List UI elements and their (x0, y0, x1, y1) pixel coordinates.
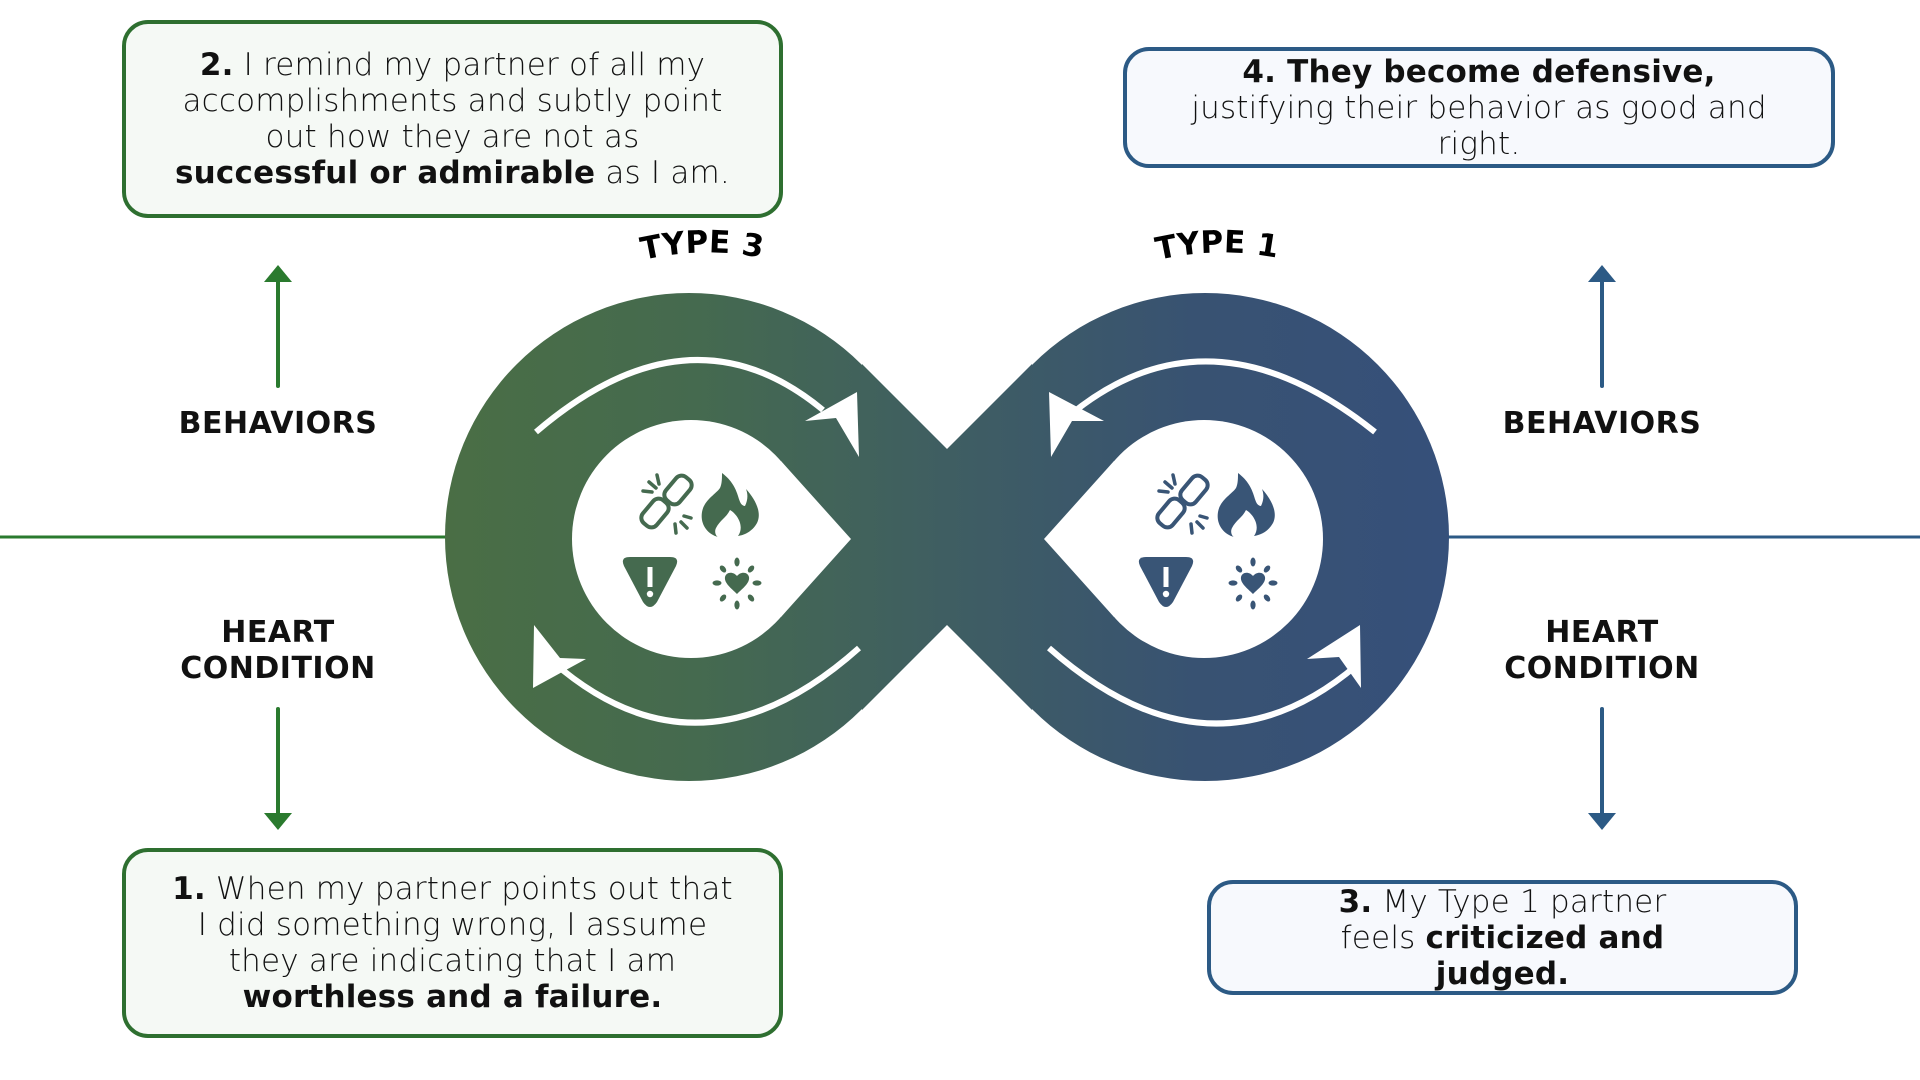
right-top-cycle-arrow (1068, 358, 1377, 435)
heart-burst-icon (1228, 557, 1278, 610)
left-top-arrowhead (805, 392, 859, 457)
left-bottom-cycle-arrow (551, 645, 861, 726)
step1-box: 1. When my partner points out that I did… (122, 848, 783, 1038)
step3-text: My Type 1 partner feels (1340, 883, 1667, 956)
warning-exclamation (1163, 567, 1169, 587)
left-top-cycle-arrow (534, 357, 825, 435)
flame-icon (701, 473, 759, 537)
right-heart-condition-label: HEART CONDITION (1504, 615, 1699, 687)
left-bottom-arrowhead (533, 625, 586, 688)
right-heart-down-arrow (1588, 707, 1616, 830)
type1-label: TYPE 1 (1152, 224, 1281, 267)
right-top-arrowhead (1049, 392, 1104, 457)
left-heart-label-line2: CONDITION (180, 651, 376, 686)
broken-link-icon (639, 473, 694, 535)
heart-burst-icon (712, 557, 762, 610)
step3-bold: criticized and judged. (1425, 919, 1665, 992)
right-teardrop (1044, 420, 1323, 658)
step1-bold: worthless and a failure. (242, 979, 663, 1015)
step4-box: 4. They become defensive, justifying the… (1123, 47, 1835, 168)
step2-box: 2. I remind my partner of all my accompl… (122, 20, 783, 218)
right-bottom-arrowhead (1307, 625, 1361, 688)
step4-bold: 4. They become defensive, (1242, 53, 1716, 90)
right-behaviors-label: BEHAVIORS (1502, 406, 1702, 441)
left-heart-down-arrow (264, 707, 292, 830)
right-behaviors-up-arrow (1588, 265, 1616, 388)
step3-number: 3. (1338, 883, 1373, 920)
step3-box: 3. My Type 1 partner feels criticized an… (1207, 880, 1798, 995)
broken-link-icon (1155, 473, 1210, 535)
step2-text-end: as I am. (595, 155, 730, 191)
step1-text: When my partner points out that I did so… (197, 871, 733, 979)
right-heart-label-line2: CONDITION (1504, 651, 1700, 686)
step2-number: 2. (199, 47, 234, 83)
right-icons (1138, 473, 1278, 610)
type3-label: TYPE 3 (637, 224, 766, 267)
right-heart-label-line1: HEART (1545, 615, 1659, 650)
flame-icon (1217, 473, 1275, 537)
left-icons (622, 473, 762, 610)
step2-bold: successful or admirable (175, 155, 596, 191)
step2-text: I remind my partner of all my accomplish… (182, 47, 723, 155)
step4-text: justifying their behavior as good and ri… (1191, 89, 1767, 162)
left-heart-label-line1: HEART (221, 615, 335, 650)
left-behaviors-label: BEHAVIORS (178, 406, 378, 441)
right-bottom-cycle-arrow (1047, 645, 1359, 727)
step1-number: 1. (172, 871, 206, 907)
left-heart-condition-label: HEART CONDITION (180, 615, 375, 687)
warning-exclamation (647, 567, 653, 587)
left-behaviors-up-arrow (264, 265, 292, 388)
